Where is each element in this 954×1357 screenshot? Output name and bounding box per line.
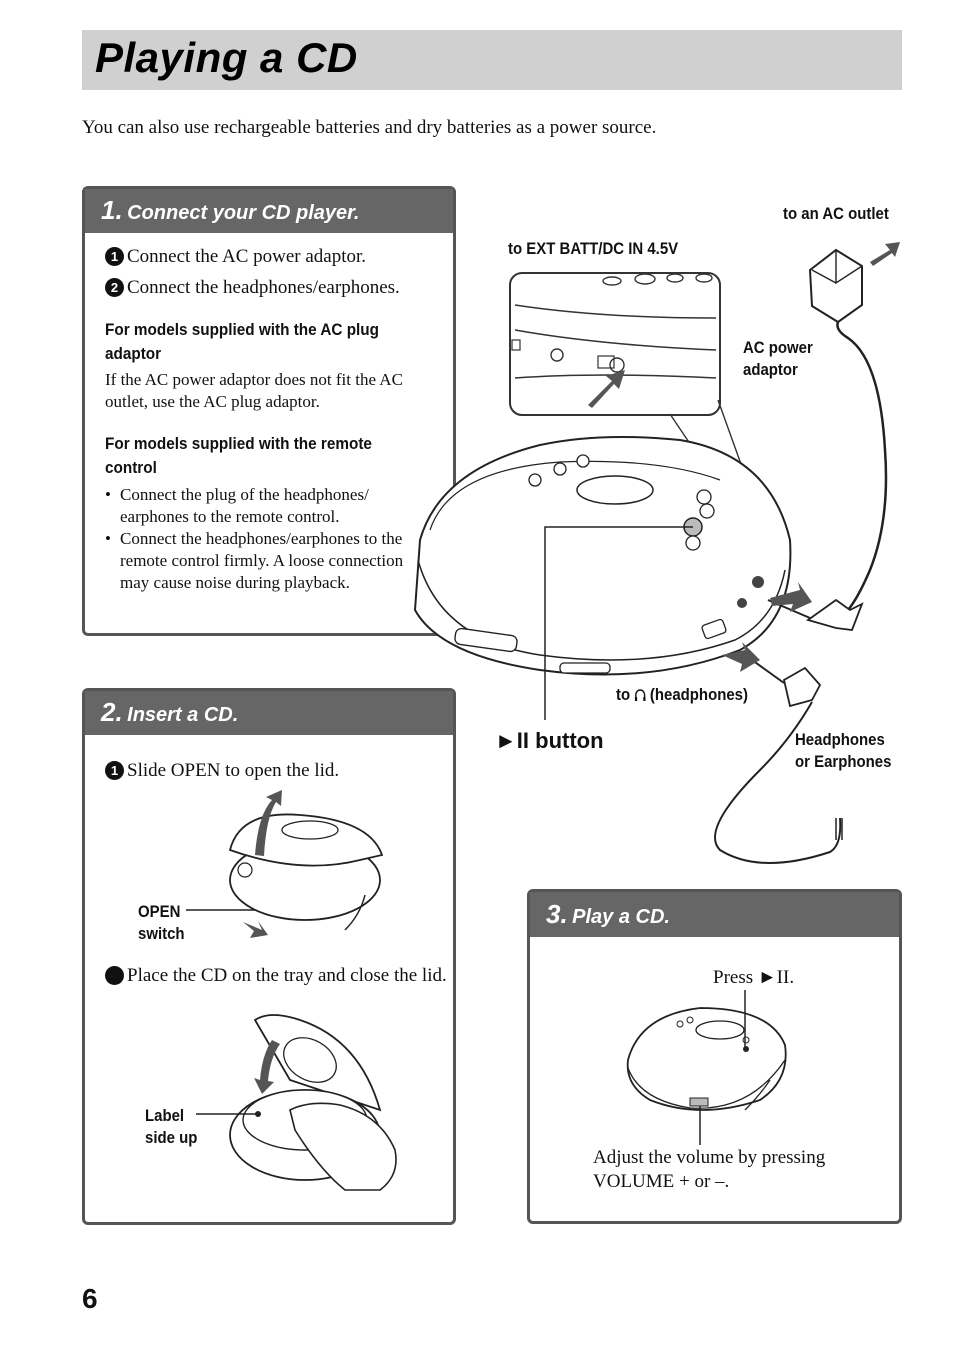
- headphones-icon: [634, 686, 646, 701]
- section-heading: Connect your CD player.: [127, 202, 360, 224]
- volume-text: Adjust the volume by pressing VOLUME + o…: [593, 1147, 826, 1192]
- section-connect-header: 1. Connect your CD player.: [85, 189, 453, 233]
- ac-outlet-label: to an AC outlet: [783, 204, 889, 223]
- list-item: Connect the plug of the headphones/ earp…: [105, 484, 405, 528]
- label-side-label: Label side up: [145, 1106, 198, 1147]
- arrow-icon: [255, 790, 282, 856]
- ac-plug-text: If the AC power adaptor does not fit the…: [105, 370, 403, 411]
- step-badge: 1: [105, 247, 124, 266]
- earphones-label: Headphones or Earphones: [795, 730, 892, 771]
- arrow-icon: [588, 370, 625, 408]
- step-text: Place the CD on the tray and close the l…: [127, 965, 447, 986]
- play-button-label: ►II button: [495, 728, 604, 754]
- play-button-text: button: [535, 728, 604, 753]
- section-heading: Play a CD.: [572, 906, 670, 928]
- step-text: Slide OPEN to open the lid.: [127, 760, 340, 781]
- ac-adaptor-label: AC power adaptor: [743, 338, 813, 379]
- section-heading: Insert a CD.: [127, 704, 239, 726]
- section-play: 3. Play a CD. Press ►II. Adjust the volu…: [527, 889, 902, 1224]
- title-bar: [82, 30, 902, 90]
- ac-plug-heading: For models supplied with the AC plug ada…: [105, 320, 379, 363]
- intro-text: You can also use rechargeable batteries …: [82, 117, 657, 138]
- step-badge: 2: [105, 278, 124, 297]
- arrow-icon: [254, 1040, 280, 1094]
- headphones-jack-label: to (headphones): [616, 684, 748, 706]
- remote-heading: For models supplied with the remote cont…: [105, 434, 372, 477]
- headphones-jack-text: (headphones): [649, 685, 748, 704]
- ext-batt-label: to EXT BATT/DC IN 4.5V: [508, 239, 679, 258]
- play-pause-icon: ►II: [495, 728, 529, 753]
- page-title: Playing a CD: [95, 34, 358, 81]
- remote-list: Connect the plug of the headphones/ earp…: [105, 484, 405, 594]
- step-badge: 2: [98, 966, 124, 985]
- section-number: 1.: [101, 195, 123, 225]
- step-text: Connect the AC power adaptor.: [127, 246, 367, 267]
- section-play-header: 3. Play a CD.: [530, 892, 899, 937]
- open-switch-label: OPEN switch: [138, 902, 185, 943]
- step-text: Connect the headphones/earphones.: [127, 277, 400, 298]
- section-number: 3.: [546, 899, 568, 929]
- headphones-prefix: to: [616, 685, 631, 704]
- section-number: 2.: [101, 697, 123, 727]
- step-badge: 1: [105, 761, 124, 780]
- list-item: Connect the headphones/earphones to the …: [105, 528, 405, 594]
- press-play-text: Press ►II.: [713, 967, 795, 988]
- section-insert-header: 2. Insert a CD.: [85, 691, 453, 735]
- page-number: 6: [82, 1283, 98, 1314]
